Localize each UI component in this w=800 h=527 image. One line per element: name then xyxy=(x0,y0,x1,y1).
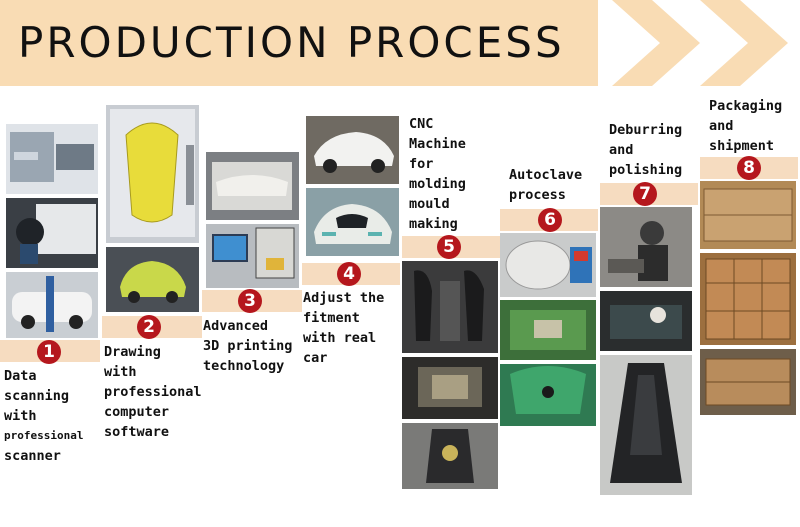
photo-shipping-1 xyxy=(700,181,796,249)
step-1-label: Data scanning with professional scanner xyxy=(4,368,84,464)
photo-cnc-1 xyxy=(402,261,498,353)
step-4-badge: 4 xyxy=(337,262,361,286)
step-6-label: Autoclave process xyxy=(509,167,583,203)
photo-autoclave-1 xyxy=(500,233,596,297)
photo-shipping-2 xyxy=(700,253,796,345)
photo-autoclave-2 xyxy=(500,300,596,360)
step-4-label: Adjust the fitment with real car xyxy=(303,290,385,366)
step-5-badge: 5 xyxy=(437,235,461,259)
photo-fitment-1 xyxy=(306,116,399,184)
step-6-badge: 6 xyxy=(538,208,562,232)
photo-cad-2 xyxy=(106,247,199,312)
photo-autoclave-3 xyxy=(500,364,596,426)
step-2-badge: 2 xyxy=(137,315,161,339)
step-3-badge: 3 xyxy=(238,289,262,313)
photo-fitment-2 xyxy=(306,188,399,256)
header-banner: PRODUCTION PROCESS xyxy=(0,0,598,86)
step-7-label: Deburring and polishing xyxy=(609,122,683,178)
photo-deburring-3 xyxy=(600,355,692,495)
photo-shipping-3 xyxy=(700,349,796,415)
step-8-badge: 8 xyxy=(737,156,761,180)
step-2-label: Drawing with professional computer softw… xyxy=(104,344,202,440)
photo-scanning-2 xyxy=(6,198,98,268)
photo-deburring-1 xyxy=(600,207,692,287)
page-title: PRODUCTION PROCESS xyxy=(18,18,565,67)
step-8-label: Packaging and shipment xyxy=(709,98,783,154)
photo-scanning-3 xyxy=(6,272,98,338)
photo-deburring-2 xyxy=(600,291,692,351)
step-5-label: CNC Machine for molding mould making xyxy=(409,116,466,232)
step-3-label: Advanced 3D printing technology xyxy=(203,318,293,374)
photo-cnc-3 xyxy=(402,423,498,489)
step-1-badge: 1 xyxy=(37,340,61,364)
photo-3dprint-1 xyxy=(206,152,299,220)
step-7-badge: 7 xyxy=(633,182,657,206)
photo-cnc-2 xyxy=(402,357,498,419)
photo-cad-1 xyxy=(106,105,199,243)
photo-3dprint-2 xyxy=(206,224,299,288)
chevron-right-icon xyxy=(612,0,788,86)
photo-scanning-1 xyxy=(6,124,98,194)
